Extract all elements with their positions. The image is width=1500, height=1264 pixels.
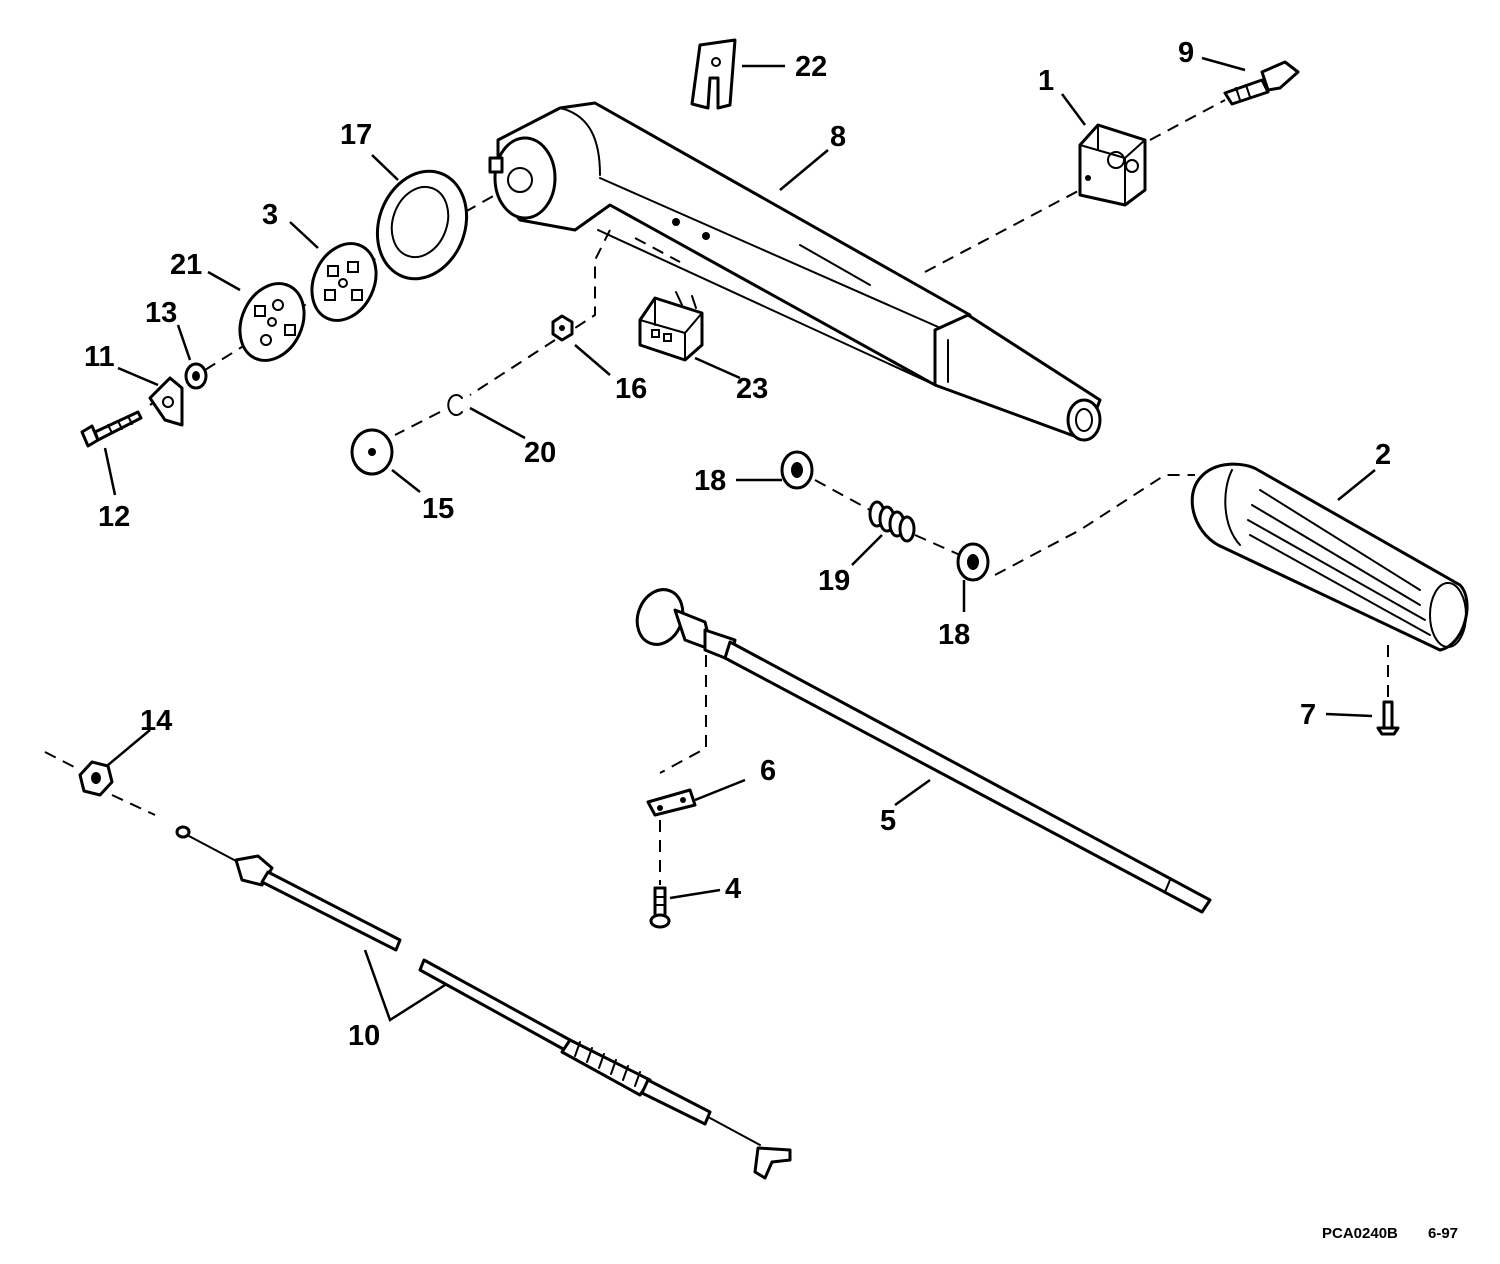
callout-7: 7 <box>1300 699 1316 731</box>
figure-footer: PCA0240B 6-97 <box>1322 1225 1458 1242</box>
washer-part-13 <box>184 362 208 390</box>
callout-20: 20 <box>524 437 556 469</box>
callout-11: 11 <box>84 341 115 373</box>
plate-part-3 <box>310 242 378 322</box>
tiller-arm-part-8 <box>488 101 1102 442</box>
washer-part-18-lower <box>956 542 990 582</box>
callout-12: 12 <box>98 501 130 533</box>
callout-9: 9 <box>1178 37 1194 69</box>
callout-2: 2 <box>1375 439 1391 471</box>
callout-labels: 1 2 3 4 5 6 7 8 9 10 11 12 13 14 15 16 1… <box>84 37 1391 1052</box>
callout-13: 13 <box>145 297 177 329</box>
callout-14: 14 <box>140 705 172 737</box>
callout-3: 3 <box>262 199 278 231</box>
washer-part-18-upper <box>780 450 814 490</box>
leader-lines <box>103 56 1376 1022</box>
rod-part-5 <box>635 588 1212 914</box>
clip-part-22 <box>690 38 737 110</box>
eclip-part-20 <box>447 394 463 416</box>
bracket-part-11 <box>148 376 184 427</box>
ring-part-17 <box>375 169 469 281</box>
switch-part-23 <box>638 291 704 362</box>
figure-code: PCA0240B <box>1322 1225 1398 1242</box>
callout-10: 10 <box>348 1020 380 1052</box>
nut-part-14 <box>78 760 114 797</box>
screw-part-9 <box>1223 60 1300 106</box>
block-part-1 <box>1078 123 1147 207</box>
callout-23: 23 <box>736 373 768 405</box>
callout-22: 22 <box>795 51 827 83</box>
callout-18-upper: 18 <box>694 465 726 497</box>
callout-6: 6 <box>760 755 776 787</box>
callout-15: 15 <box>422 493 454 525</box>
screw-part-4 <box>649 886 671 929</box>
cable-part-10 <box>175 825 792 1180</box>
grip-part-2 <box>1190 462 1469 652</box>
callout-4: 4 <box>725 873 741 905</box>
bracket-part-6 <box>646 788 697 817</box>
callout-17: 17 <box>340 119 372 151</box>
washer-part-15 <box>350 428 394 476</box>
callout-8: 8 <box>830 121 846 153</box>
callout-21: 21 <box>170 249 202 281</box>
callout-1: 1 <box>1038 65 1054 97</box>
callout-18-lower: 18 <box>938 619 970 651</box>
screw-part-12 <box>80 410 143 448</box>
callout-5: 5 <box>880 805 896 837</box>
spring-part-19 <box>868 500 916 543</box>
callout-16: 16 <box>615 373 647 405</box>
plate-part-21 <box>238 282 306 362</box>
callout-19: 19 <box>818 565 850 597</box>
nut-part-16 <box>551 314 574 342</box>
figure-date: 6-97 <box>1428 1225 1458 1242</box>
screw-part-7 <box>1376 700 1400 736</box>
